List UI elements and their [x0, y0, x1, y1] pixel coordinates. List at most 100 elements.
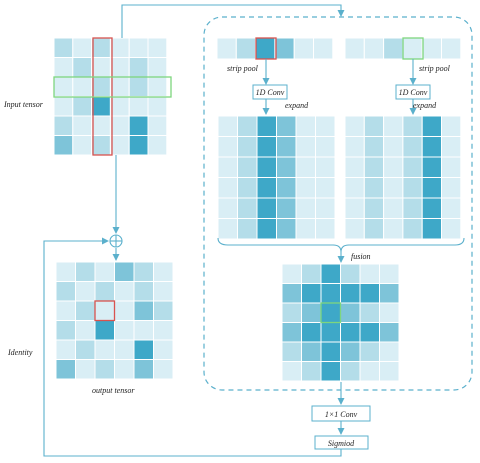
grid-cell — [114, 300, 135, 321]
grid-cell — [55, 320, 76, 341]
grid-cell — [72, 135, 93, 156]
grid-cell — [274, 37, 295, 60]
grid-cell — [363, 218, 385, 240]
grid-cell — [359, 302, 380, 323]
grid-cell — [301, 302, 322, 323]
grid-cell — [276, 115, 297, 137]
grid-cell — [114, 281, 135, 302]
grid-cell — [379, 283, 400, 304]
grid-cell — [217, 136, 238, 158]
grid-cell — [281, 302, 302, 323]
grid-cell — [55, 261, 76, 282]
grid-cell — [133, 320, 154, 341]
grid-cell — [53, 37, 74, 58]
add-operation-icon — [109, 234, 123, 248]
grid-cell — [91, 57, 111, 78]
grid-cell — [293, 37, 315, 60]
grid-cell — [315, 197, 336, 219]
grid-cell — [153, 261, 174, 282]
grid-cell — [55, 339, 76, 360]
grid-cell — [359, 263, 380, 284]
grid-cell — [109, 37, 130, 58]
grid-cell — [402, 136, 423, 158]
grid-cell — [55, 281, 76, 302]
grid-cell — [301, 283, 322, 304]
grid-cell — [344, 136, 365, 158]
grid-cell — [276, 218, 297, 240]
grid-cell — [359, 341, 380, 362]
grid-cell — [441, 136, 462, 158]
grid-cell — [237, 177, 258, 199]
grid-cell — [91, 115, 111, 136]
grid-cell — [147, 57, 168, 78]
grid-cell — [72, 76, 93, 97]
grid-cell — [379, 361, 400, 382]
grid-cell — [114, 261, 135, 282]
grid-cell — [75, 320, 96, 341]
grid-cell — [359, 322, 380, 343]
grid-cell — [128, 57, 149, 78]
grid-cell — [109, 57, 130, 78]
grid-cell — [109, 135, 130, 156]
conv1x1-box — [311, 405, 371, 422]
grid-cell — [53, 96, 74, 117]
grid-cell — [402, 115, 423, 137]
grid-cell — [295, 218, 316, 240]
grid-cell — [153, 320, 174, 341]
grid-cell — [53, 76, 74, 97]
grid-cell — [94, 339, 115, 360]
grid-cell — [256, 156, 277, 178]
grid-cell — [402, 37, 423, 60]
identity-label: Identity — [7, 348, 33, 357]
grid-cell — [94, 261, 115, 282]
grid-cell — [320, 263, 341, 284]
conv1d-left-box — [252, 84, 288, 100]
grid-cell — [109, 96, 130, 117]
grid-cell — [363, 197, 385, 219]
grid-cell — [53, 115, 74, 136]
grid-cell — [421, 177, 443, 199]
grid-cell — [340, 361, 361, 382]
grid-cell — [255, 37, 276, 60]
grid-cell — [109, 76, 130, 97]
grid-cell — [421, 136, 443, 158]
sigmoid-box — [314, 435, 369, 450]
grid-cell — [344, 177, 365, 199]
grid-cell — [421, 197, 443, 219]
grid-cell — [441, 177, 462, 199]
grid-cell — [75, 339, 96, 360]
grid-cell — [114, 359, 135, 380]
grid-cell — [340, 322, 361, 343]
grid-cell — [128, 37, 149, 58]
grid-cell — [256, 218, 277, 240]
grid-cell — [315, 156, 336, 178]
strip-pool-right-grid — [344, 37, 462, 60]
grid-cell — [359, 361, 380, 382]
grid-cell — [320, 283, 341, 304]
grid-cell — [237, 136, 258, 158]
grid-cell — [344, 197, 365, 219]
arrow-sigmoid-to-add — [43, 237, 342, 457]
grid-cell — [216, 37, 237, 60]
grid-cell — [256, 115, 277, 137]
grid-cell — [281, 263, 302, 284]
grid-cell — [53, 135, 74, 156]
grid-cell — [133, 300, 154, 321]
grid-cell — [72, 96, 93, 117]
grid-cell — [313, 37, 334, 60]
input-tensor-grid — [53, 37, 168, 156]
grid-cell — [363, 37, 385, 60]
fusion-label: fusion — [351, 252, 371, 261]
grid-cell — [237, 115, 258, 137]
grid-cell — [235, 37, 257, 60]
grid-cell — [147, 37, 168, 58]
output-tensor-grid — [55, 261, 174, 380]
grid-cell — [340, 341, 361, 362]
grid-cell — [320, 302, 341, 323]
grid-cell — [147, 76, 168, 97]
grid-cell — [91, 76, 111, 97]
grid-cell — [256, 197, 277, 219]
grid-cell — [133, 339, 154, 360]
grid-cell — [402, 218, 423, 240]
grid-cell — [237, 218, 258, 240]
